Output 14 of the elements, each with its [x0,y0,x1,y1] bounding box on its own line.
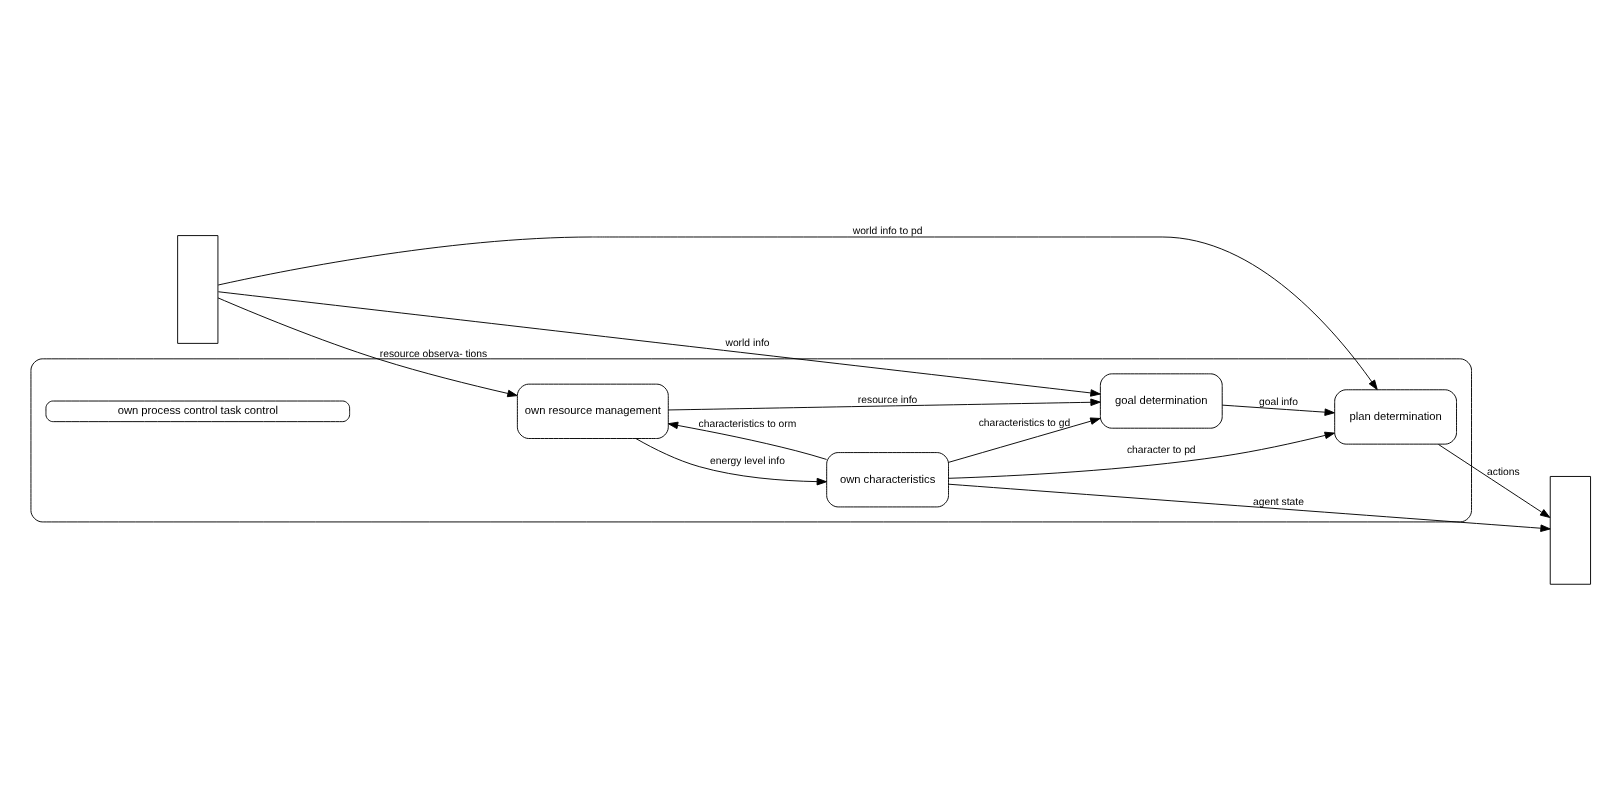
arrow [667,421,828,460]
arrow [667,398,1101,411]
arrow [948,431,1335,479]
arrow [217,236,1378,391]
arrow [948,483,1551,532]
cluster [30,358,1472,523]
node-box [177,235,219,344]
arrow [217,297,518,398]
arrow [1437,443,1551,518]
arrow [948,417,1101,463]
node-box [1549,476,1591,585]
arrow [217,291,1101,397]
arrow [635,438,827,486]
arrow [1221,404,1335,416]
